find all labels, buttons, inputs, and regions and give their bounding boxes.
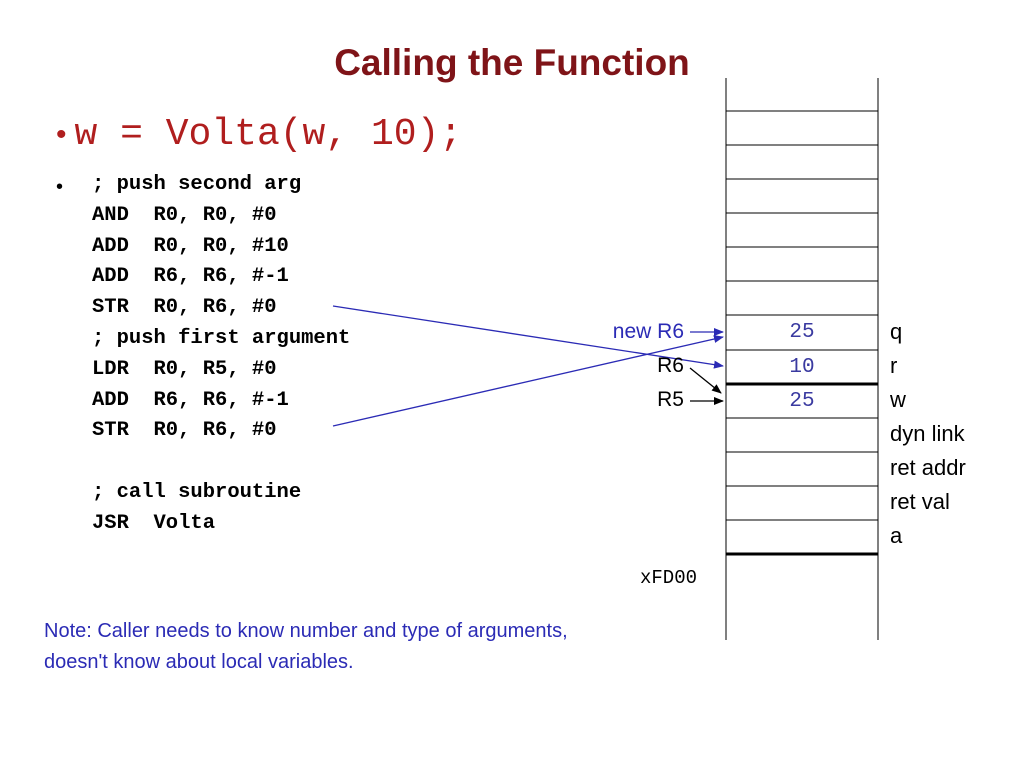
store-second-arg-arrow xyxy=(332,305,724,369)
r6-label: R6 xyxy=(657,354,684,377)
code-line: ADD R0, R0, #10 xyxy=(92,234,289,258)
stack-entry-label: r xyxy=(890,353,898,378)
stack-entry-label: a xyxy=(890,523,903,548)
stack-cell-value: 10 xyxy=(789,356,815,379)
code-line: ADD R6, R6, #-1 xyxy=(92,265,289,289)
stack-cell-value: 25 xyxy=(789,390,815,413)
slide-title: Calling the Function xyxy=(334,42,690,83)
new-r6-label: new R6 xyxy=(612,320,684,343)
r5-label: R5 xyxy=(657,388,684,411)
note: Note: Caller needs to know number and ty… xyxy=(44,616,724,678)
stack-entry-label: q xyxy=(890,319,903,344)
code-line: ; push second arg xyxy=(92,173,302,196)
note-line: doesn't know about local variables. xyxy=(44,651,354,673)
code-line: LDR R0, R5, #0 xyxy=(92,357,277,381)
bullet-dot-icon: • xyxy=(56,118,67,151)
assembly-code-block: ; push second arg AND R0, R0, #0 ADD R0,… xyxy=(92,170,350,540)
stack-entry-label: ret val xyxy=(890,489,950,514)
code-line: STR R0, R6, #0 xyxy=(92,419,277,443)
stack-base-address: xFD00 xyxy=(640,567,698,589)
main-bullet: •w = Volta(w, 10); xyxy=(56,112,462,158)
r6-pointer-arrow xyxy=(689,367,722,394)
stack-entry-label: dyn link xyxy=(890,421,965,446)
code-line: ADD R6, R6, #-1 xyxy=(92,388,289,412)
code-line: ; push first argument xyxy=(92,326,351,350)
stack-cell-value: 25 xyxy=(789,321,815,344)
stack-entry-label: ret addr xyxy=(890,455,966,480)
stack-entry-label: w xyxy=(890,387,906,412)
code-bullet-dot-icon: • xyxy=(56,176,64,198)
code-line: STR R0, R6, #0 xyxy=(92,296,277,320)
code-line: AND R0, R0, #0 xyxy=(92,203,277,227)
store-first-arg-arrow xyxy=(332,335,724,427)
main-bullet-code: w = Volta(w, 10); xyxy=(74,113,463,156)
note-line: Note: Caller needs to know number and ty… xyxy=(44,620,568,642)
code-line: JSR Volta xyxy=(92,511,216,535)
code-line: ; call subroutine xyxy=(92,480,302,504)
